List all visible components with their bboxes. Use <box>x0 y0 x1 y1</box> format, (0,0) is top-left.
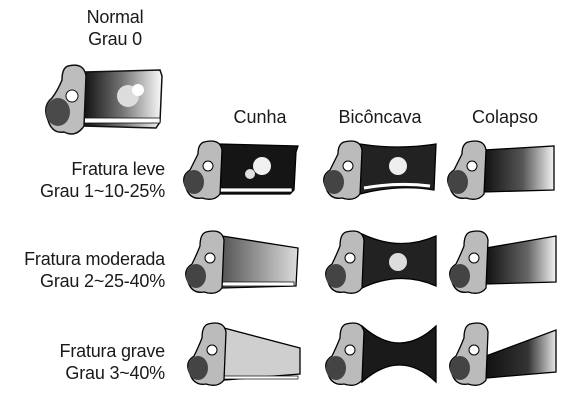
vertebra-normal <box>38 62 168 140</box>
vertebra-moderada-biconcava <box>320 230 450 294</box>
row-label-grave-line1: Fratura grave <box>0 340 165 362</box>
vertebra-grave-colapso <box>444 322 563 386</box>
vertebra-leve-cunha <box>178 140 308 200</box>
row-label-grave: Fratura grave Grau 3~40% <box>0 340 165 384</box>
row-label-leve: Fratura leve Grau 1~10-25% <box>0 158 165 202</box>
column-header-cunha: Cunha <box>200 106 320 128</box>
row-label-leve-line2: Grau 1~10-25% <box>0 180 165 202</box>
row-label-leve-line1: Fratura leve <box>0 158 165 180</box>
column-header-colapso: Colapso <box>445 106 563 128</box>
normal-label: Normal Grau 0 <box>60 6 170 50</box>
vertebra-moderada-colapso <box>444 230 563 294</box>
row-label-moderada: Fratura moderada Grau 2~25-40% <box>0 248 165 292</box>
normal-label-line2: Grau 0 <box>60 28 170 50</box>
vertebra-leve-biconcava <box>318 140 448 200</box>
vertebra-grave-cunha <box>182 322 312 386</box>
normal-label-line1: Normal <box>60 6 170 28</box>
column-header-biconcava: Bicôncava <box>320 106 440 128</box>
vertebra-leve-colapso <box>442 140 562 200</box>
row-label-moderada-line2: Grau 2~25-40% <box>0 270 165 292</box>
row-label-grave-line2: Grau 3~40% <box>0 362 165 384</box>
vertebra-moderada-cunha <box>180 230 310 294</box>
vertebra-grave-biconcava <box>320 322 450 386</box>
row-label-moderada-line1: Fratura moderada <box>0 248 165 270</box>
